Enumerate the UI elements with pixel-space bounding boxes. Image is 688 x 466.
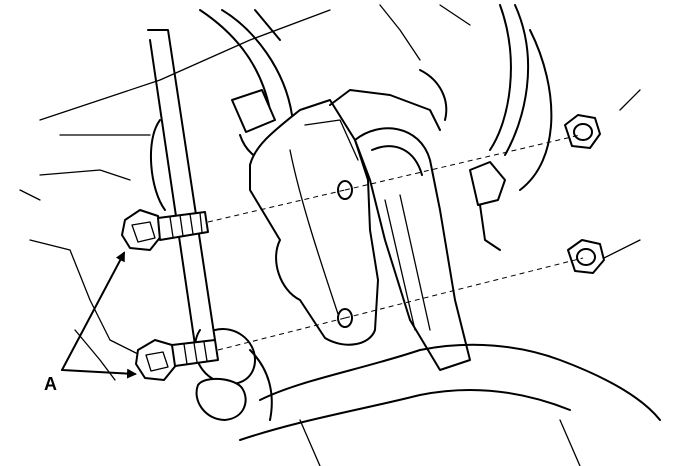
callout-arrows [61,251,137,379]
hoses [199,4,553,191]
strut-assembly [329,69,471,371]
upper-bolt [121,209,209,251]
knuckle [239,343,661,466]
body-panel-lines [19,4,641,381]
lower-flange-nut [567,239,605,274]
sensor-clip [469,161,506,251]
lower-bolt [135,339,219,381]
mounting-bracket [249,99,379,346]
callout-label-a: A [44,374,57,394]
upper-flange-nut [564,114,601,149]
alignment-lines [207,134,584,351]
stabilizer-link [147,29,256,421]
